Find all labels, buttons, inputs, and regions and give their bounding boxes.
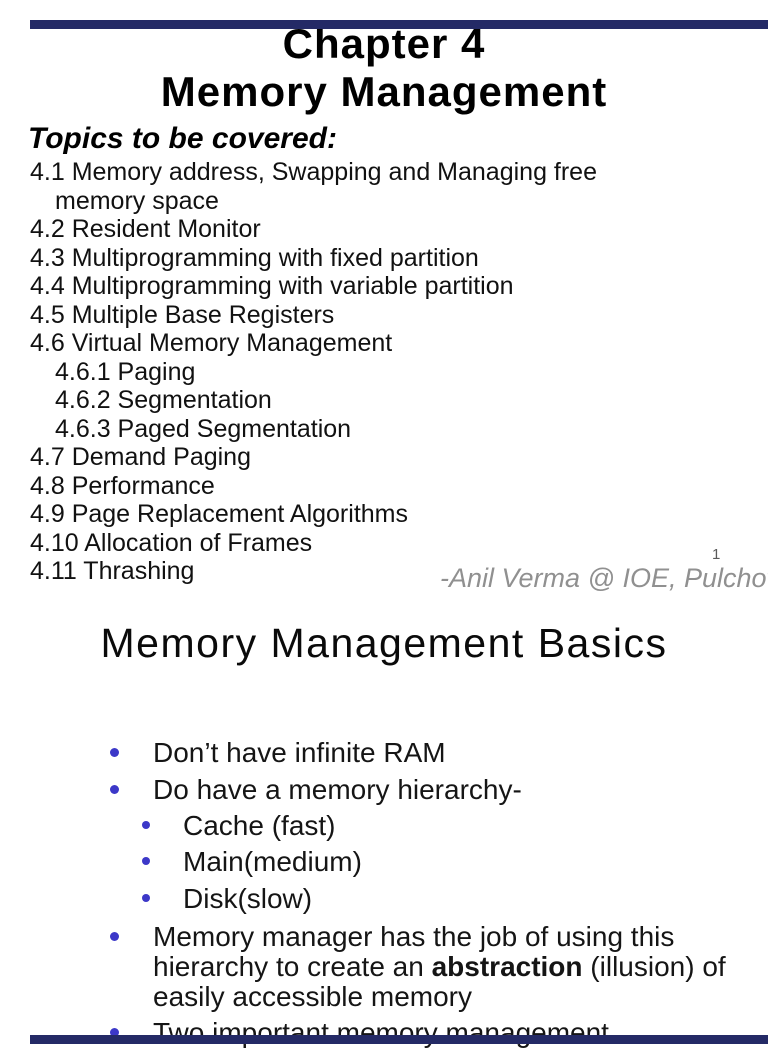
- bullet-item: Main(medium): [0, 847, 768, 877]
- topic-item: 4.6.1 Paging: [55, 357, 196, 386]
- top-edge-bar: [30, 20, 768, 29]
- bullet-item: Memory manager has the job of using this…: [0, 922, 768, 1012]
- bullet-dot-icon: [110, 785, 119, 794]
- page-number: 1: [712, 546, 721, 563]
- slide2-title: Memory Management Basics: [100, 620, 668, 666]
- slide1-title-line2: Memory Management: [160, 68, 608, 115]
- author-credit: -Anil Verma @ IOE, Pulchowk: [440, 563, 768, 593]
- bullet-text-bold: abstraction: [431, 951, 583, 982]
- bullet-text: Cache (fast): [183, 810, 336, 841]
- bullet-item: Cache (fast): [0, 811, 768, 841]
- bullet-item: Do have a memory hierarchy-: [0, 775, 768, 805]
- topic-item: 4.2 Resident Monitor: [30, 215, 261, 243]
- topics-list: 4.1 Memory address, Swapping and Managin…: [30, 158, 768, 586]
- topic-item: 4.11 Thrashing: [30, 557, 195, 585]
- topic-item: 4.6.2 Segmentation: [55, 386, 272, 414]
- topic-item: 4.9 Page Replacement Algorithms: [30, 500, 408, 528]
- topic-item: 4.1 Memory address, Swapping and Managin…: [30, 158, 597, 186]
- bullet-text: Main(medium): [183, 846, 362, 877]
- topic-item: 4.8 Performance: [30, 471, 215, 500]
- topic-item: 4.3 Multiprogramming with fixed partitio…: [30, 243, 479, 272]
- bullet-dot-icon: [142, 857, 150, 865]
- topic-item: 4.6 Virtual Memory Management: [30, 329, 393, 357]
- slide-1: Chapter 4 Memory Management Topics to be…: [0, 20, 768, 593]
- bullet-text: Do have a memory hierarchy-: [153, 774, 522, 805]
- bullet-text: Memory manager has the job of using this…: [153, 922, 768, 1012]
- topic-item: 4.4 Multiprogramming with variable parti…: [30, 272, 514, 300]
- slide2-bullet-list: Don’t have infinite RAM Do have a memory…: [0, 738, 768, 1048]
- bullet-text-post: (illusion) of easily accessible memory: [153, 951, 726, 1012]
- slide1-subtitle: Topics to be covered:: [28, 122, 337, 155]
- topic-item: 4.10 Allocation of Frames: [30, 528, 313, 557]
- slide1-title: Chapter 4 Memory Management: [0, 20, 768, 116]
- topic-item: memory space: [55, 186, 219, 215]
- topic-item: 4.7 Demand Paging: [30, 443, 251, 471]
- bullet-text-pre: Memory manager has the job of using this…: [153, 921, 675, 982]
- bullet-dot-icon: [110, 748, 119, 757]
- bullet-dot-icon: [110, 932, 119, 941]
- bullet-dot-icon: [142, 894, 150, 902]
- bullet-item: Don’t have infinite RAM: [0, 738, 768, 768]
- topic-item: 4.5 Multiple Base Registers: [30, 300, 335, 329]
- bullet-item: Disk(slow): [0, 884, 768, 914]
- topic-item: 4.6.3 Paged Segmentation: [55, 414, 352, 443]
- bullet-text: Don’t have infinite RAM: [153, 737, 446, 768]
- bottom-edge-bar: [30, 1035, 768, 1044]
- bullet-dot-icon: [142, 821, 150, 829]
- bullet-text: Disk(slow): [183, 883, 313, 914]
